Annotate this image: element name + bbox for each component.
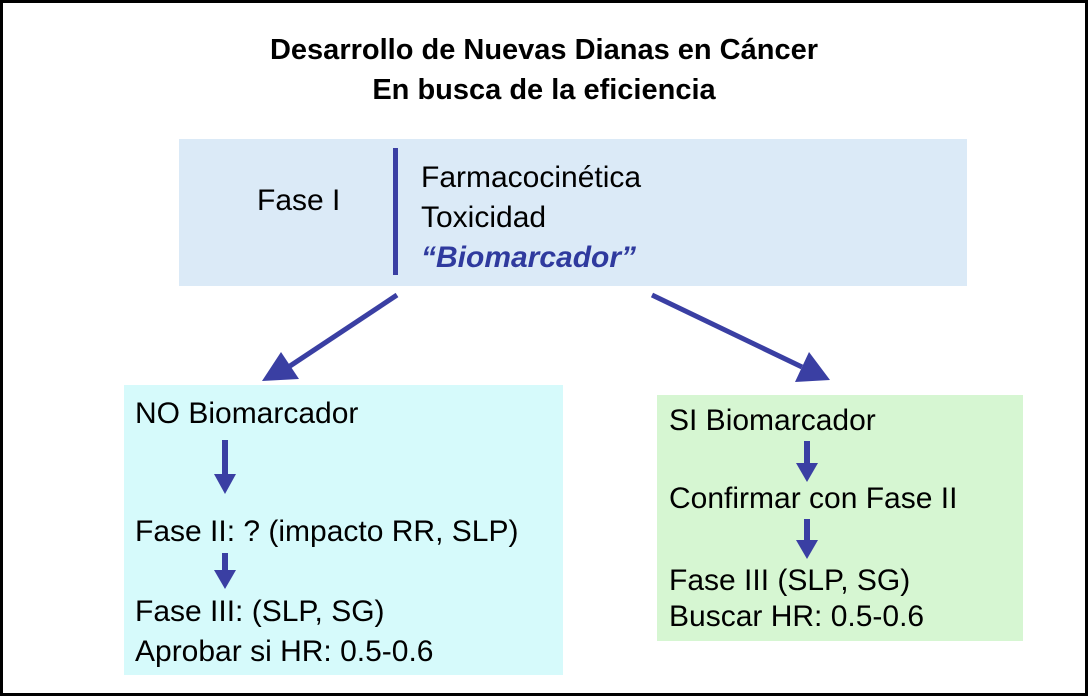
si-biomarker-target-hr: Buscar HR: 0.5-0.6 — [669, 600, 925, 633]
arrowhead-right-1 — [796, 463, 818, 482]
si-biomarker-confirm: Confirmar con Fase II — [669, 482, 958, 515]
slide-title: Desarrollo de Nuevas Dianas en Cáncer En… — [0, 30, 1088, 110]
no-biomarker-phase3: Fase III: (SLP, SG) Aprobar si HR: 0.5-0… — [135, 592, 433, 672]
phase1-item-toxicity: Toxicidad — [421, 201, 547, 234]
title-line-2: En busca de la eficiencia — [372, 74, 716, 106]
arrowhead-left-1 — [214, 474, 236, 494]
arrowhead-right-2 — [796, 540, 818, 559]
no-biomarker-box — [124, 385, 563, 675]
no-biomarker-heading: NO Biomarcador — [135, 397, 359, 430]
arrowhead-to-si-biomarker — [795, 352, 830, 382]
si-biomarker-phase3: Fase III (SLP, SG) Buscar HR: 0.5-0.6 — [669, 563, 924, 635]
no-biomarker-phase2: Fase II: ? (impacto RR, SLP) — [135, 515, 519, 548]
phase1-box — [179, 139, 967, 286]
phase1-item-pharmacokinetics: Farmacocinética — [421, 161, 642, 194]
si-biomarker-heading: SI Biomarcador — [669, 404, 876, 437]
arrowhead-left-2 — [214, 570, 236, 589]
arrow-to-no-biomarker — [288, 292, 399, 369]
no-biomarker-approval: Aprobar si HR: 0.5-0.6 — [135, 635, 434, 668]
phase1-items: Farmacocinética Toxicidad “Biomarcador” — [421, 158, 641, 278]
title-line-1: Desarrollo de Nuevas Dianas en Cáncer — [269, 34, 818, 66]
si-biomarker-box — [657, 395, 1023, 641]
phase1-label: Fase I — [257, 184, 341, 217]
phase1-item-biomarker: “Biomarcador” — [421, 241, 637, 274]
si-biomarker-phase3-line1: Fase III (SLP, SG) — [669, 564, 911, 597]
phase1-divider — [393, 148, 398, 275]
no-biomarker-phase3-line1: Fase III: (SLP, SG) — [135, 595, 385, 628]
arrow-to-si-biomarker — [650, 292, 804, 370]
arrowhead-to-no-biomarker — [262, 352, 299, 381]
